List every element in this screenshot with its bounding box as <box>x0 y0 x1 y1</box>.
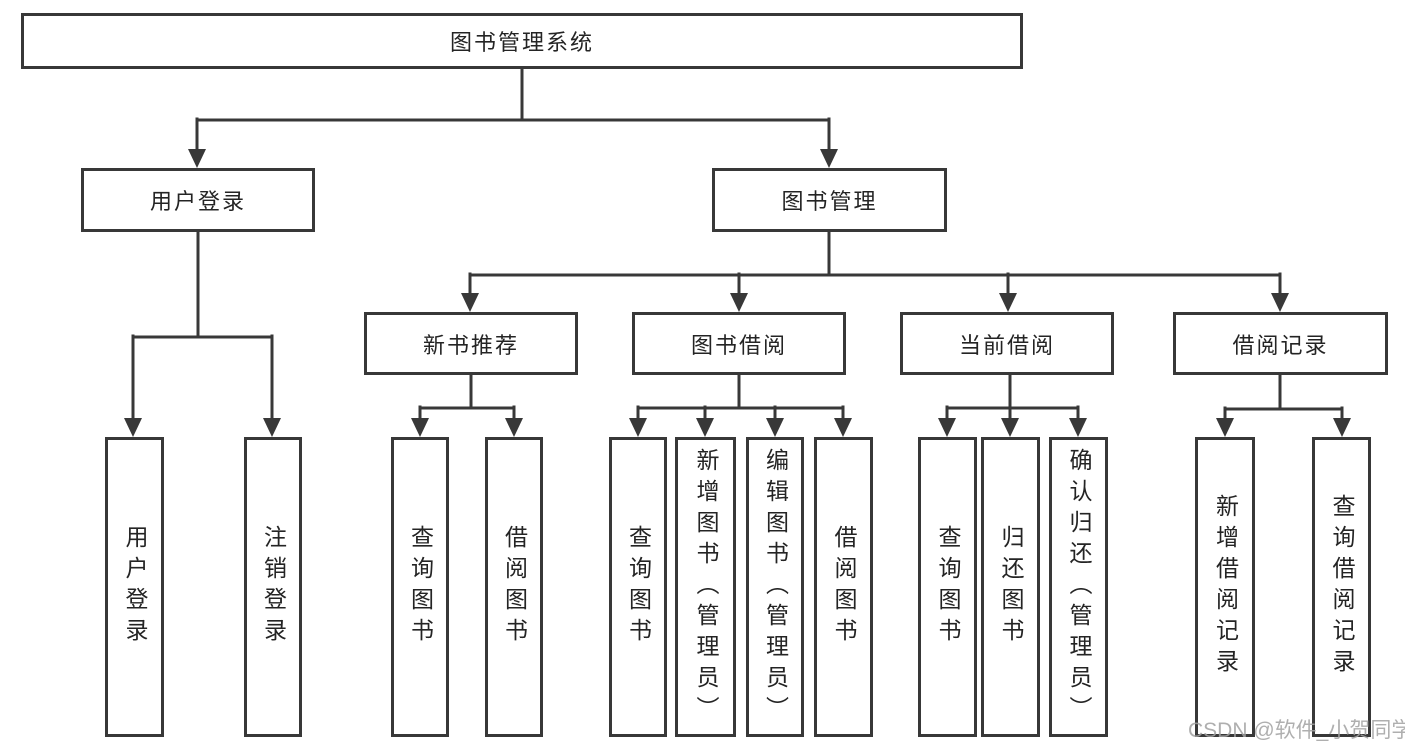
node-new-book-recommendation: 新书推荐 <box>364 312 578 375</box>
csdn-watermark: CSDN @软件_小贺同学 <box>1188 719 1405 742</box>
leaf-label: 查询借阅记录 <box>1329 494 1355 680</box>
leaf-label: 查询图书 <box>625 525 652 649</box>
leaf-query-books-borrowing: 查询图书 <box>609 437 667 737</box>
node-label: 当前借阅 <box>958 332 1055 358</box>
leaf-label: 用户登录 <box>122 525 148 649</box>
leaf-query-books-current: 查询图书 <box>918 437 977 737</box>
leaf-add-borrow-record: 新增借阅记录 <box>1195 437 1255 737</box>
leaf-query-books-recommend: 查询图书 <box>391 437 449 737</box>
node-book-management: 图书管理 <box>712 168 947 232</box>
node-label: 新书推荐 <box>422 332 519 358</box>
leaf-label: 编辑图书（管理员） <box>762 447 789 727</box>
leaf-user-login: 用户登录 <box>105 437 164 737</box>
leaf-borrow-books-recommend: 借阅图书 <box>485 437 543 737</box>
node-label: 用户登录 <box>149 189 246 214</box>
node-label: 图书借阅 <box>690 332 787 358</box>
node-user-login: 用户登录 <box>81 168 315 232</box>
node-library-management-system: 图书管理系统 <box>21 13 1023 69</box>
leaf-label: 借阅图书 <box>831 525 857 649</box>
leaf-confirm-return-admin: 确认归还（管理员） <box>1049 437 1108 737</box>
leaf-logout: 注销登录 <box>244 437 302 737</box>
node-label: 图书管理 <box>781 189 878 214</box>
leaf-label: 查询图书 <box>935 525 961 649</box>
leaf-label: 新增借阅记录 <box>1212 494 1239 680</box>
leaf-add-book-admin: 新增图书（管理员） <box>675 437 736 737</box>
leaf-label: 注销登录 <box>260 525 287 649</box>
leaf-borrow-books-borrowing: 借阅图书 <box>814 437 873 737</box>
leaf-label: 查询图书 <box>407 525 434 649</box>
leaf-label: 归还图书 <box>998 525 1024 649</box>
node-label: 借阅记录 <box>1232 332 1329 358</box>
node-borrowing-records: 借阅记录 <box>1173 312 1388 375</box>
leaf-label: 借阅图书 <box>501 525 528 649</box>
leaf-label: 确认归还（管理员） <box>1066 447 1092 727</box>
leaf-edit-book-admin: 编辑图书（管理员） <box>746 437 804 737</box>
leaf-query-borrow-record: 查询借阅记录 <box>1312 437 1371 737</box>
arrowhead-icons <box>124 149 1351 437</box>
node-book-borrowing: 图书借阅 <box>632 312 846 375</box>
leaf-label: 新增图书（管理员） <box>693 447 719 727</box>
node-label: 图书管理系统 <box>449 30 594 55</box>
leaf-return-book: 归还图书 <box>981 437 1040 737</box>
node-current-borrowing: 当前借阅 <box>900 312 1114 375</box>
